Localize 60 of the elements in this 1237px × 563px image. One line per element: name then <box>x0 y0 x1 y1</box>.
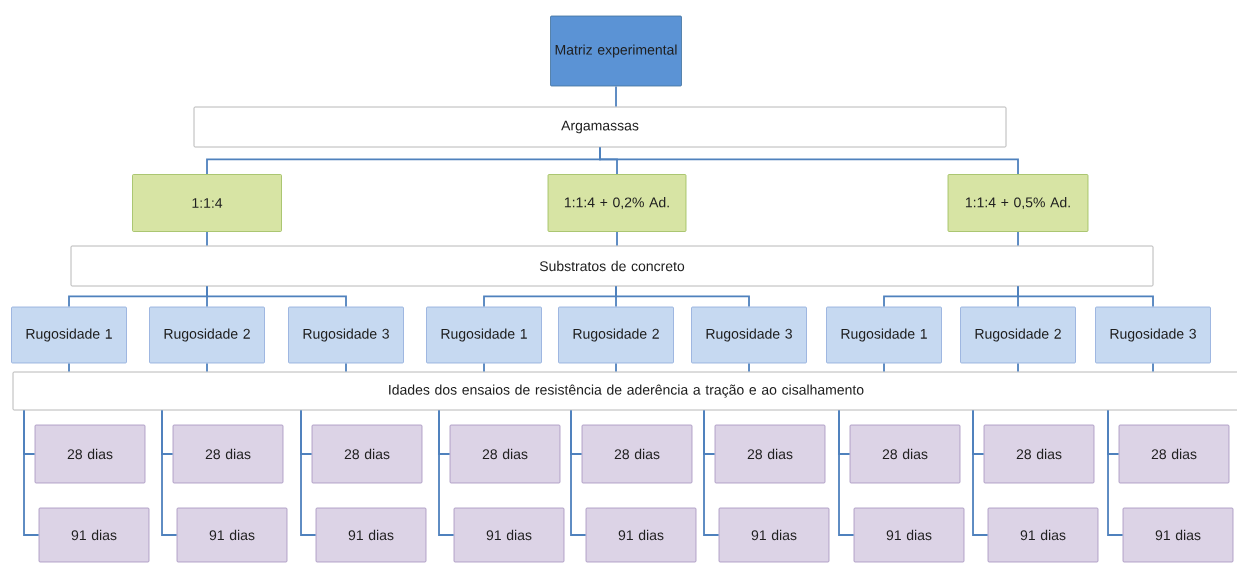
age-box: 91 dias <box>315 507 427 563</box>
connector-line <box>703 409 720 536</box>
roughness-box: Rugosidade 1 <box>426 306 542 364</box>
connector-line <box>1107 409 1124 536</box>
connector-line <box>838 409 855 536</box>
connector-line <box>883 362 885 373</box>
age-box: 91 dias <box>987 507 1099 563</box>
roughness-box: Rugosidade 2 <box>558 306 674 364</box>
roughness-box: Rugosidade 1 <box>826 306 942 364</box>
roughness-box: Rugosidade 3 <box>1095 306 1211 364</box>
age-box: 91 dias <box>176 507 288 563</box>
connector-line <box>570 409 587 536</box>
connector-line <box>161 409 178 536</box>
connector-line <box>615 285 750 308</box>
roughness-box: Rugosidade 3 <box>288 306 404 364</box>
connector-line <box>972 409 989 536</box>
connector-line <box>1017 285 1154 308</box>
mix-box: 1:1:4 <box>132 174 282 232</box>
connector-line <box>438 409 455 536</box>
roughness-box: Rugosidade 3 <box>691 306 807 364</box>
mix-box: 1:1:4 + 0,5% Ad. <box>947 174 1089 232</box>
connector-line <box>68 362 70 373</box>
category-band: Substratos de concreto <box>70 245 1154 287</box>
mix-box: 1:1:4 + 0,2% Ad. <box>547 174 687 232</box>
connector-line <box>300 409 317 536</box>
connector-line <box>206 231 208 247</box>
age-box: 28 dias <box>311 424 423 484</box>
age-box: 28 dias <box>983 424 1095 484</box>
age-box: 91 dias <box>1122 507 1234 563</box>
connector-line <box>23 409 40 536</box>
category-band: Idades dos ensaios de resistência de aderência a tração e ao cisalhamento <box>12 371 1237 411</box>
age-box: 91 dias <box>453 507 565 563</box>
roughness-box: Rugosidade 1 <box>11 306 127 364</box>
connector-line <box>1017 231 1019 247</box>
root-box: Matriz experimental <box>550 15 682 87</box>
connector-line <box>206 362 208 373</box>
connector-line <box>206 285 347 308</box>
roughness-box: Rugosidade 2 <box>149 306 265 364</box>
connector-line <box>1152 362 1154 373</box>
age-box: 91 dias <box>853 507 965 563</box>
age-box: 28 dias <box>849 424 961 484</box>
connector-line <box>615 85 617 108</box>
connector-line <box>599 146 1019 175</box>
age-box: 28 dias <box>1118 424 1230 484</box>
age-box: 91 dias <box>718 507 830 563</box>
connector-line <box>748 362 750 373</box>
age-box: 28 dias <box>714 424 826 484</box>
age-box: 28 dias <box>449 424 561 484</box>
age-box: 28 dias <box>581 424 693 484</box>
age-box: 28 dias <box>34 424 146 484</box>
connector-line <box>1017 362 1019 373</box>
connector-line <box>615 362 617 373</box>
age-box: 91 dias <box>585 507 697 563</box>
category-band: Argamassas <box>193 106 1007 148</box>
connector-line <box>616 231 618 247</box>
age-box: 91 dias <box>38 507 150 563</box>
age-box: 28 dias <box>172 424 284 484</box>
roughness-box: Rugosidade 2 <box>960 306 1076 364</box>
connector-line <box>483 362 485 373</box>
connector-line <box>345 362 347 373</box>
